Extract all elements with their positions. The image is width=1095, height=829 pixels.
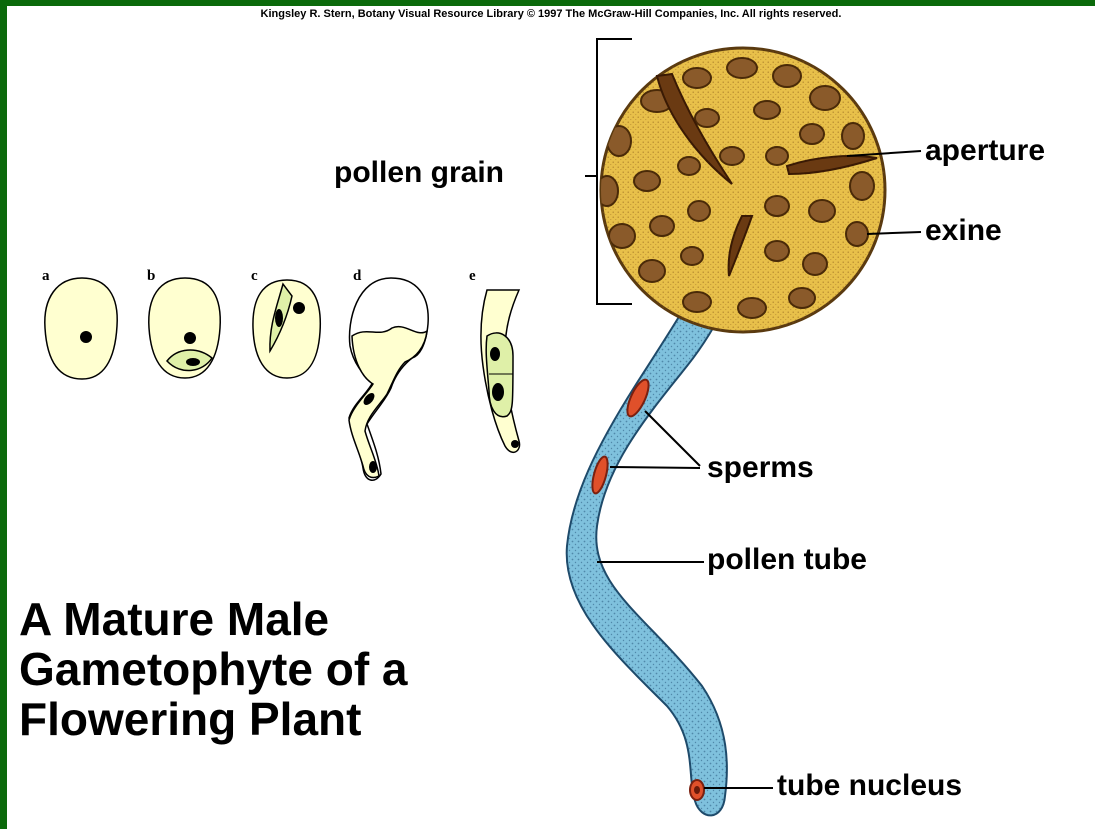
stage-c-cell [253,280,320,378]
stage-letter-b: b [147,268,155,285]
title-line-2: Gametophyte of a [19,644,408,694]
label-pollen-grain: pollen grain [334,156,504,190]
stages-inset [37,268,537,486]
stage-b-cell [149,278,220,378]
title-line-1: A Mature Male [19,594,408,644]
label-sperms: sperms [707,451,814,485]
label-pollen-tube: pollen tube [707,543,867,577]
stage-a-cell [45,278,117,379]
pollen-grain [596,48,885,332]
title-line-3: Flowering Plant [19,694,408,744]
sperm-leader-2 [610,467,700,468]
stage-letter-a: a [42,268,50,285]
copyright-notice: Kingsley R. Stern, Botany Visual Resourc… [7,8,1095,20]
diagram-canvas: Kingsley R. Stern, Botany Visual Resourc… [7,6,1095,829]
stage-letter-d: d [353,268,361,285]
stage-letter-e: e [469,268,476,285]
diagram-title: A Mature Male Gametophyte of a Flowering… [19,594,408,744]
label-exine: exine [925,214,1002,248]
label-aperture: aperture [925,134,1045,168]
stage-letter-c: c [251,268,258,285]
label-tube-nucleus: tube nucleus [777,769,962,803]
sperm-leader-1 [645,411,700,466]
